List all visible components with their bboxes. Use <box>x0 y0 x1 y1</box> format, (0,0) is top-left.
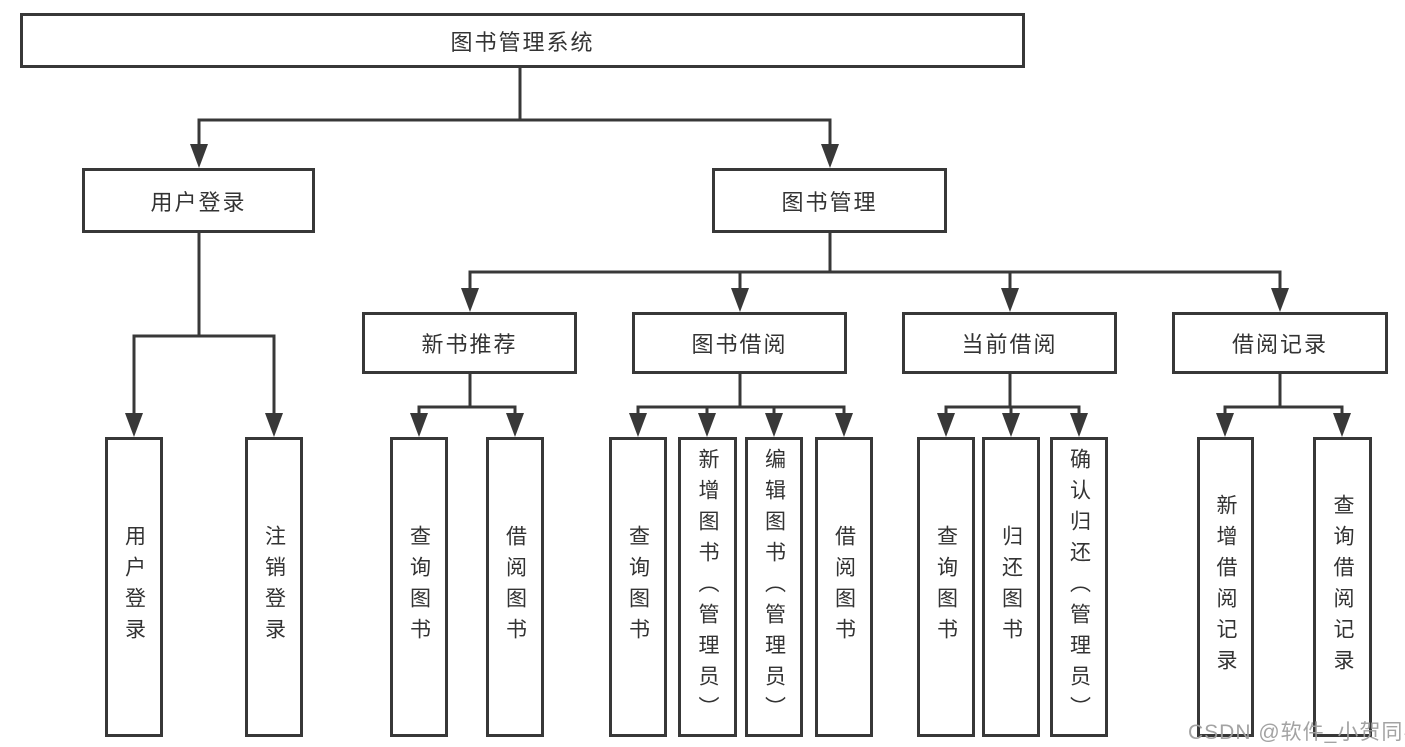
leaf-records-add-label: 新增借阅记录 <box>1214 494 1237 680</box>
leaf-newbook-borrow: 借阅图书 <box>486 437 544 737</box>
leaf-current-confirm-label: 确认归还（管理员） <box>1067 447 1091 727</box>
connector-book-borrowing <box>629 372 853 437</box>
leaf-records-query: 查询借阅记录 <box>1313 437 1372 737</box>
node-book-management-label: 图书管理 <box>781 189 878 215</box>
leaf-borrow-edit-label: 编辑图书（管理员） <box>762 447 786 727</box>
node-current-borrowing: 当前借阅 <box>902 312 1117 374</box>
node-root-label: 图书管理系统 <box>450 29 595 55</box>
connector-root <box>190 66 839 168</box>
leaf-current-query-label: 查询图书 <box>934 525 958 649</box>
leaf-newbook-borrow-label: 借阅图书 <box>503 525 527 649</box>
node-borrowing-records-label: 借阅记录 <box>1231 332 1328 357</box>
leaf-current-confirm: 确认归还（管理员） <box>1050 437 1108 737</box>
leaf-user-login: 用户登录 <box>105 437 163 737</box>
leaf-logout: 注销登录 <box>245 437 303 737</box>
node-user-login: 用户登录 <box>82 168 315 233</box>
node-new-book-recommendation-label: 新书推荐 <box>421 332 518 357</box>
leaf-newbook-query-label: 查询图书 <box>407 525 431 649</box>
node-book-borrowing-label: 图书借阅 <box>691 332 788 357</box>
leaf-logout-label: 注销登录 <box>262 525 286 649</box>
leaf-user-login-label: 用户登录 <box>122 525 146 649</box>
leaf-newbook-query: 查询图书 <box>390 437 448 737</box>
leaf-current-return-label: 归还图书 <box>999 525 1023 649</box>
leaf-borrow-add-label: 新增图书（管理员） <box>696 447 719 727</box>
leaf-borrow-query: 查询图书 <box>609 437 667 737</box>
leaf-current-query: 查询图书 <box>917 437 975 737</box>
leaf-records-query-label: 查询借阅记录 <box>1331 494 1354 680</box>
connector-new-book-recommendation <box>410 372 524 437</box>
node-book-management: 图书管理 <box>712 168 947 233</box>
connector-book-management <box>461 231 1289 312</box>
leaf-records-add: 新增借阅记录 <box>1197 437 1254 737</box>
node-user-login-label: 用户登录 <box>150 189 247 215</box>
leaf-current-return: 归还图书 <box>982 437 1040 737</box>
connector-borrowing-records <box>1216 372 1351 437</box>
connector-current-borrowing <box>937 372 1088 437</box>
node-current-borrowing-label: 当前借阅 <box>961 332 1058 357</box>
node-borrowing-records: 借阅记录 <box>1172 312 1388 374</box>
csdn-watermark: CSDN @软件_小贺同学 <box>1188 721 1405 744</box>
node-new-book-recommendation: 新书推荐 <box>362 312 577 374</box>
node-book-borrowing: 图书借阅 <box>632 312 847 374</box>
leaf-borrow-add: 新增图书（管理员） <box>678 437 737 737</box>
connector-user-login <box>125 231 283 437</box>
node-root: 图书管理系统 <box>20 13 1025 68</box>
leaf-borrow-lend: 借阅图书 <box>815 437 873 737</box>
leaf-borrow-query-label: 查询图书 <box>626 525 650 649</box>
leaf-borrow-lend-label: 借阅图书 <box>832 525 856 649</box>
leaf-borrow-edit: 编辑图书（管理员） <box>745 437 803 737</box>
